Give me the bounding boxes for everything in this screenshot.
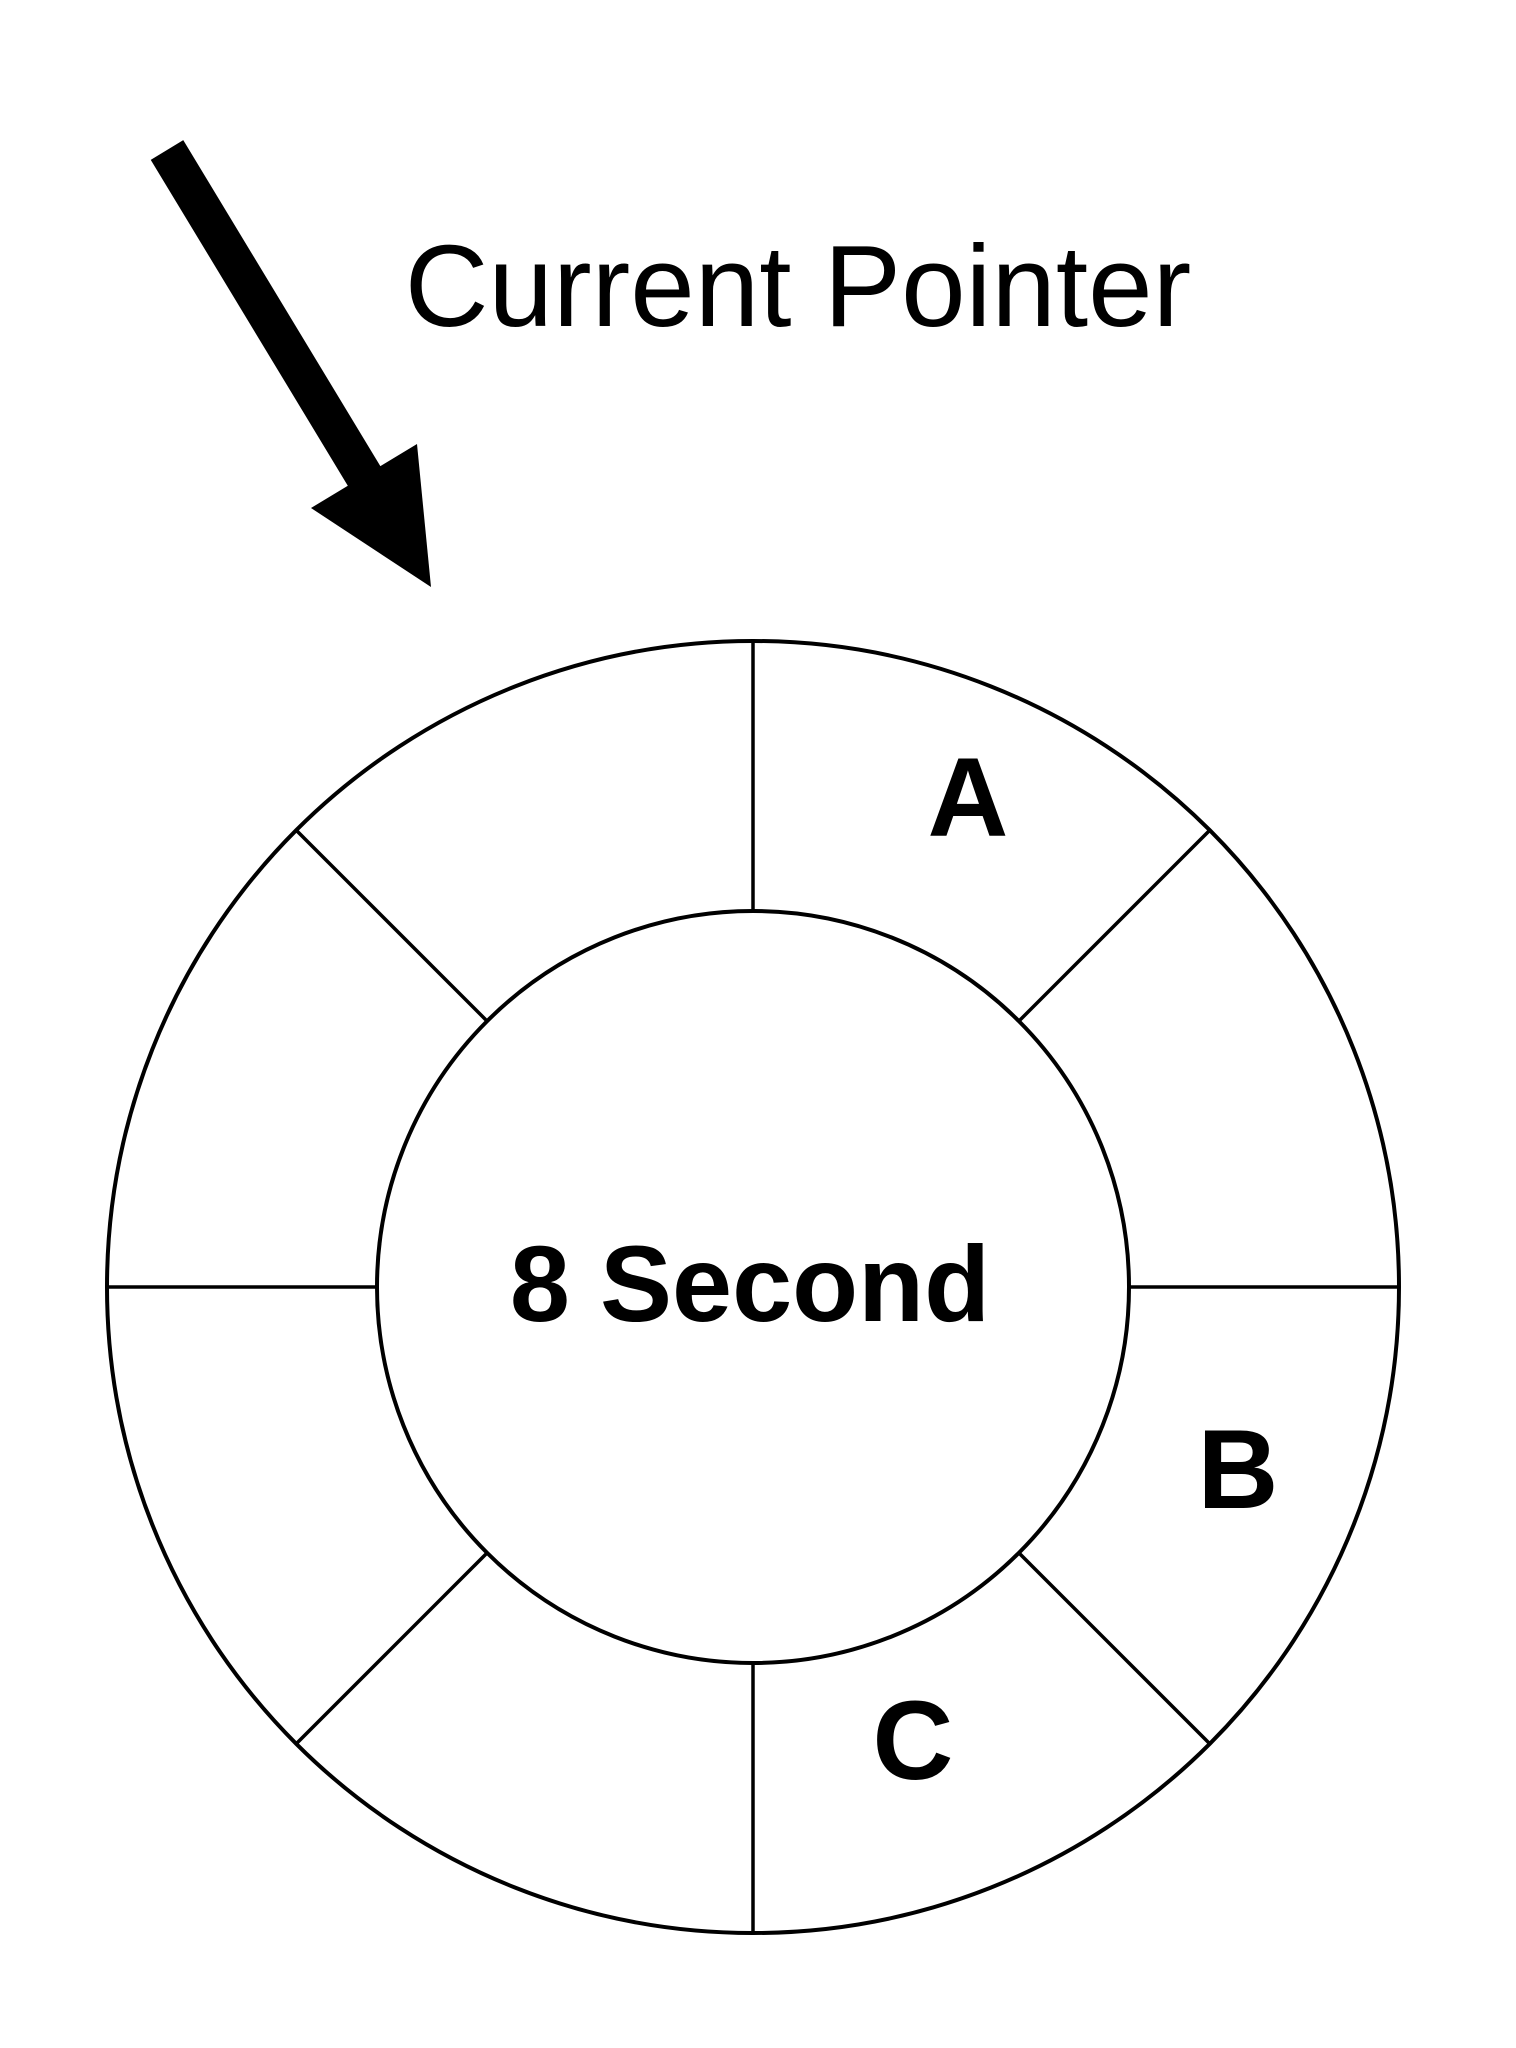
divider-10-30: [294, 828, 489, 1023]
wheel-inner-circle: [375, 909, 1131, 1665]
current-pointer-label: Current Pointer: [404, 221, 1192, 351]
segment-dividers: [107, 641, 1399, 1933]
pointer-arrow-icon: [150, 140, 431, 587]
pointer-arrow-head: [311, 444, 431, 587]
divider-1-30: [1017, 828, 1212, 1023]
slot-label-b: B: [1197, 1407, 1279, 1532]
wheel-center-label: 8 Second: [509, 1223, 991, 1344]
divider-7-30: [294, 1551, 489, 1746]
divider-4-30: [1017, 1551, 1212, 1746]
slot-label-c: C: [872, 1678, 954, 1803]
pointer-arrow-shaft: [150, 140, 389, 499]
slot-label-a: A: [927, 735, 1009, 860]
